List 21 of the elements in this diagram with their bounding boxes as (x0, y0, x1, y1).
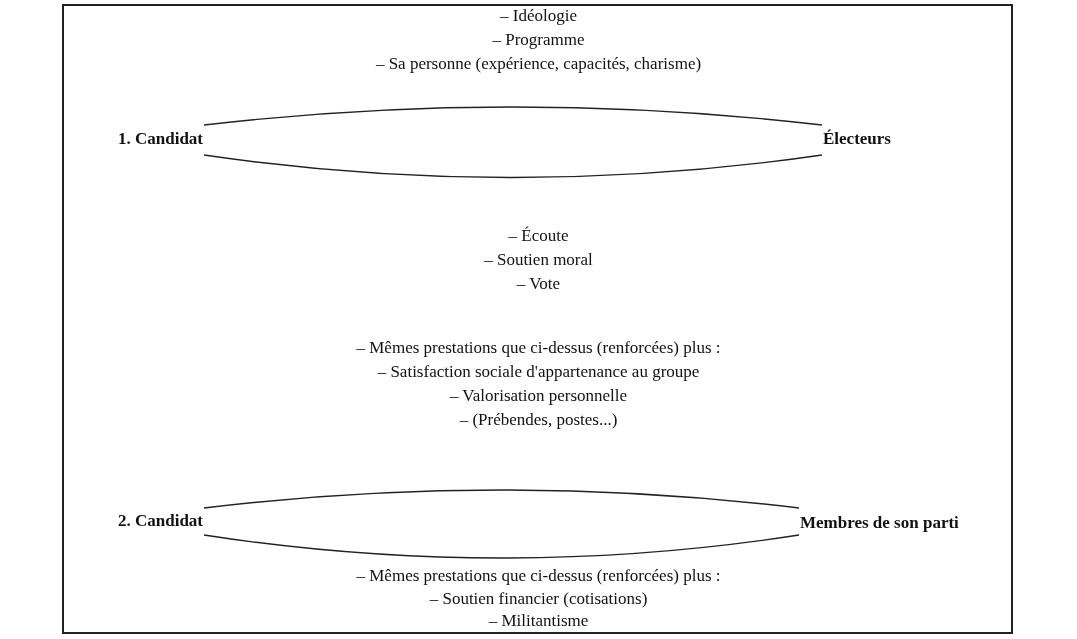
list-item: – Soutien financier (cotisations) (429, 589, 648, 608)
list-item: – Mêmes prestations que ci-dessus (renforcées) plus : (356, 338, 721, 357)
list-item: – (Prébendes, postes...) (459, 410, 618, 429)
list-item: – Vote (516, 274, 561, 293)
actor-label: Électeurs (823, 129, 891, 148)
actor-label: 2. Candidat (118, 511, 204, 530)
actor-label: Membres de son parti (800, 513, 959, 532)
list-item: – Satisfaction sociale d'appartenance au groupe (377, 362, 700, 381)
curved-line (203, 489, 800, 509)
list-item: – Programme (492, 30, 585, 49)
curved-line (203, 534, 800, 559)
actor-label: 1. Candidat (118, 129, 204, 148)
curved-line (203, 154, 823, 179)
list-item: – Mêmes prestations que ci-dessus (renforcées) plus : (356, 566, 721, 585)
list-item: – Idéologie (500, 6, 577, 25)
list-item: – Sa personne (expérience, capacités, charisme) (375, 54, 702, 73)
list-item: – Valorisation personnelle (449, 386, 628, 405)
curved-line (203, 106, 823, 126)
list-item: – Militantisme (488, 611, 589, 630)
list-item: – Soutien moral (484, 250, 593, 269)
list-item: – Écoute (508, 226, 569, 245)
